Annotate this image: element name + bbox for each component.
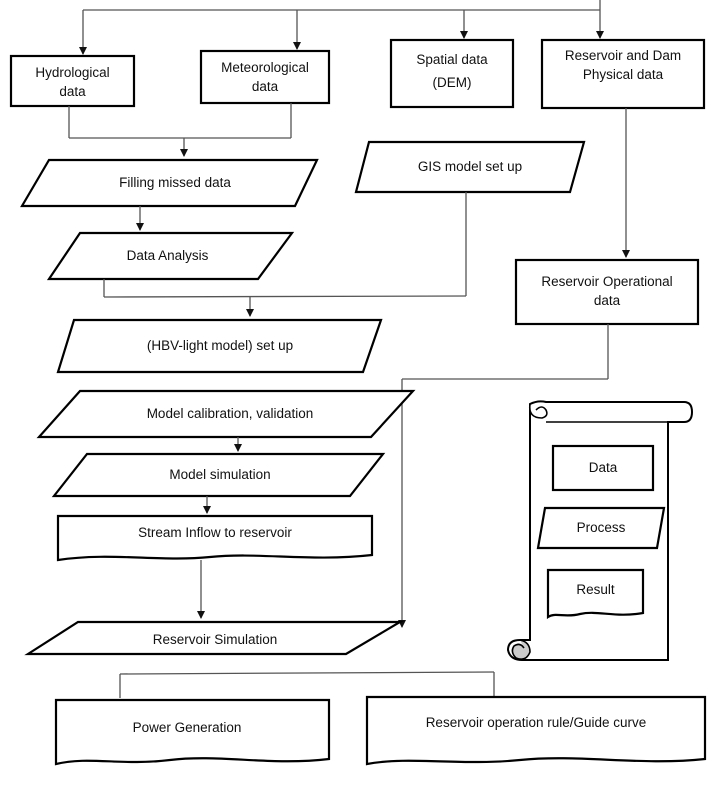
top-distribution-connector [79,0,604,55]
guide-curve-result [365,695,707,766]
reservoir-dam-data-label: Reservoir and Dam Physical data [542,46,704,84]
legend-result-label: Result [576,582,615,597]
hydrological-label-line2: data [59,84,86,99]
scroll-top-curl [528,403,548,419]
power-generation-result [54,698,331,766]
analysis-gis-connector [103,192,467,317]
stream-inflow-label: Stream Inflow to reservoir [138,525,292,540]
reservoir-simulation-process [24,620,405,656]
reservoir-operational-data-box [514,258,700,326]
power-generation-label: Power Generation [132,720,242,735]
hydrological-data-box [9,54,136,108]
operational-to-simulation-connector [398,324,609,628]
reservoir-operational-line2: data [593,293,621,308]
hbv-setup-process [56,318,383,374]
gis-setup-process [354,140,586,194]
legend-data-label: Data [588,460,618,475]
filling-missed-data-process [20,158,319,208]
hydro-meteo-connector [68,103,292,157]
meteorological-data-label: Meteorological data [201,58,329,96]
legend-scroll [506,400,694,661]
hbv-setup-label: (HBV-light model) set up [146,338,294,353]
spatial-label-line1: Spatial data [416,52,488,67]
scroll-bottom-curl [511,639,531,660]
filling-missed-data-label: Filling missed data [119,175,231,190]
stream-inflow-result [56,514,374,562]
reservoir-dam-data-box [540,38,706,110]
legend-process-label: Process [576,520,626,535]
simulation-outputs-connector [119,671,495,698]
meteorological-data-box [199,49,331,105]
meteorological-label-line2: data [251,79,279,94]
hydrological-label-line1: Hydrological [35,65,110,80]
legend-result-symbol [546,568,645,620]
legend-process-symbol [536,506,666,550]
guide-curve-label: Reservoir operation rule/Guide curve [425,715,647,730]
data-analysis-process [46,231,295,281]
calibration-validation-label: Model calibration, validation [146,406,314,421]
hydrological-data-label: Hydrological data [11,63,134,101]
model-simulation-process [51,452,386,498]
meteorological-label-line1: Meteorological [221,60,309,75]
spatial-data-label: Spatial data (DEM) [391,48,513,94]
reservoir-dam-label-line1: Reservoir and Dam [564,48,682,63]
spatial-data-box [389,38,515,109]
reservoir-operational-label: Reservoir Operational data [516,272,698,310]
spatial-label-line2: (DEM) [432,75,472,90]
reservoir-dam-label-line2: Physical data [582,67,664,82]
reservoir-simulation-label: Reservoir Simulation [152,632,278,647]
model-simulation-label: Model simulation [169,467,271,482]
calibration-validation-process [36,389,416,439]
gis-setup-label: GIS model set up [417,159,523,174]
data-analysis-label: Data Analysis [126,248,209,263]
reservoir-operational-line1: Reservoir Operational [541,274,673,289]
legend-data-symbol [551,444,655,492]
